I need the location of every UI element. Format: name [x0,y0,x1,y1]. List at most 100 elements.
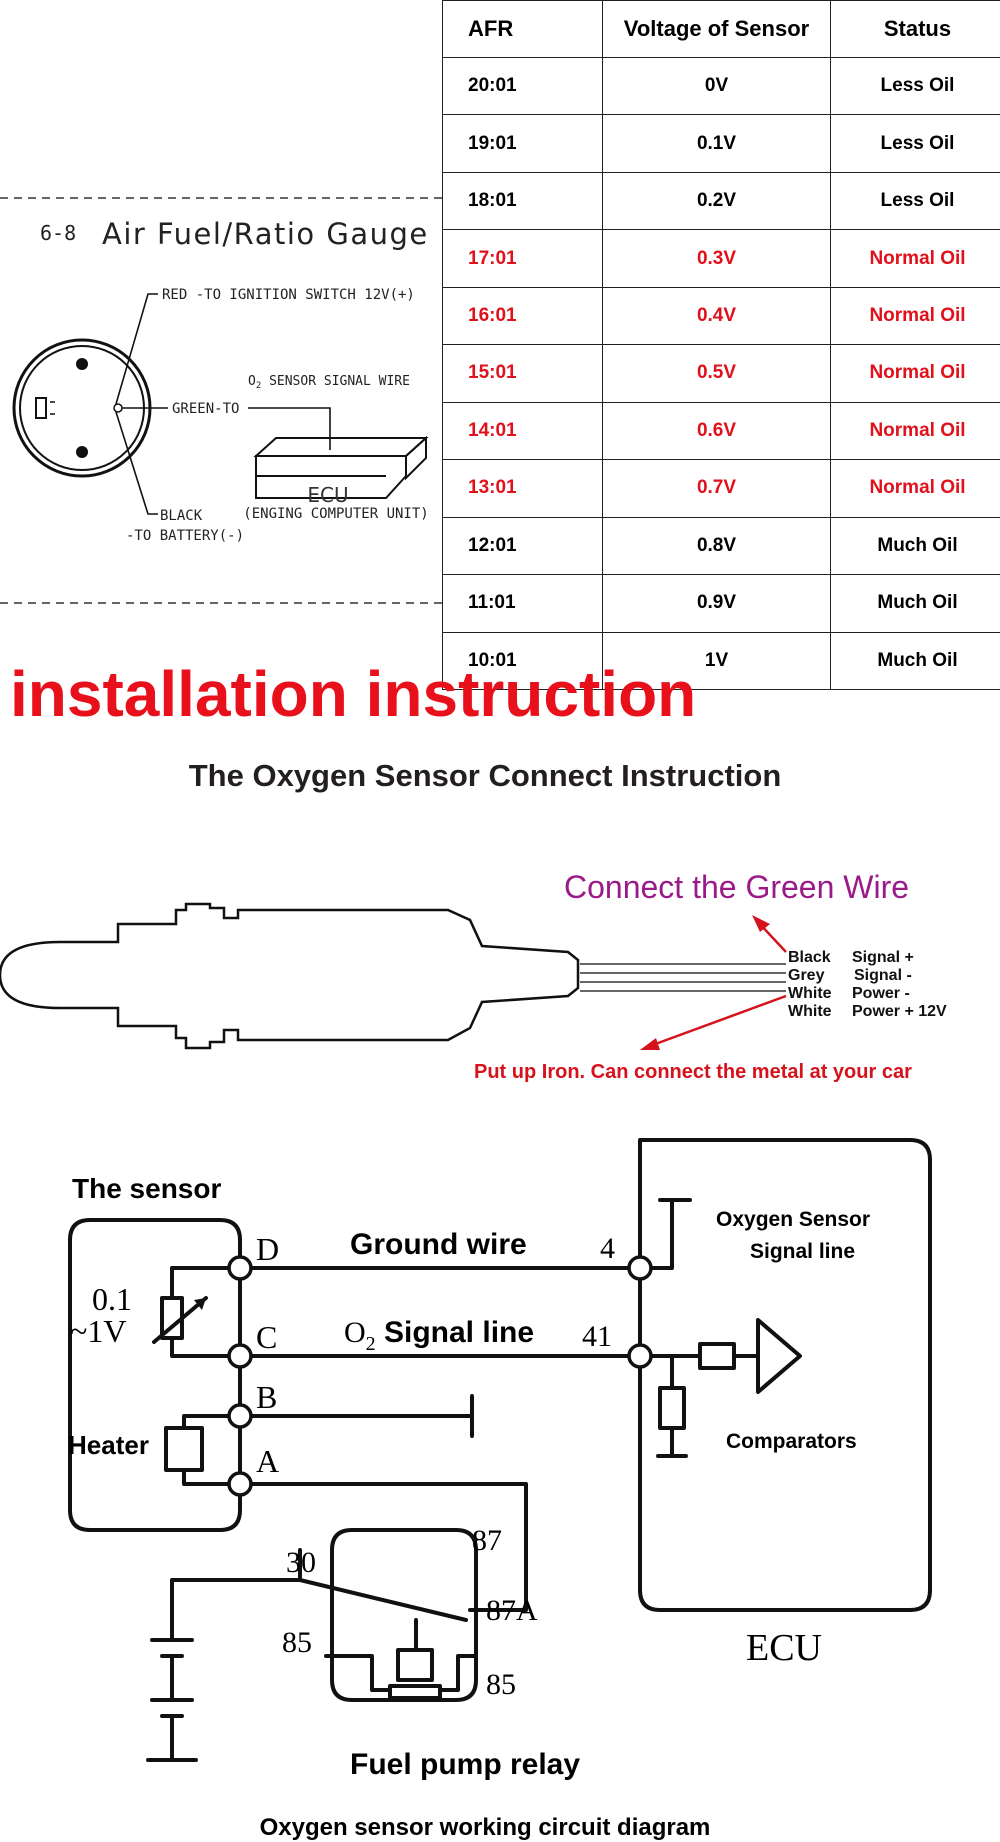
voltage-label-1: 0.1 [92,1281,132,1317]
ecu-label: ECU [307,483,348,507]
o2-signal-line-label: O2 Signal line [344,1316,534,1355]
afr-cell: 13:01 [443,460,603,517]
circuit-caption: Oxygen sensor working circuit diagram [0,1814,970,1842]
voltage-cell: 0.3V [603,230,831,287]
green-wire-callout: Connect the Green Wire [564,869,909,905]
relay-87-label: 87 [472,1524,502,1557]
battery-feed-line [172,1580,300,1640]
wire-function-label: Signal + [852,949,914,966]
installation-title: installation instruction [10,662,696,726]
voltage-cell: 0.1V [603,115,831,172]
wire-color-label: White [788,985,832,1002]
o2-signal-wire-label: O2 SENSOR SIGNAL WIRE [248,374,410,391]
wire-color-label: White [788,1003,832,1020]
relay-85-right-label: 85 [486,1668,516,1701]
status-cell: Much Oil [831,517,1000,574]
sensor-label: The sensor [72,1173,221,1204]
pin-c-label: C [256,1319,277,1355]
voltage-cell: 0.2V [603,172,831,229]
afr-cell: 12:01 [443,517,603,574]
wire-function-label: Power + 12V [852,1003,947,1020]
voltage-cell: 0V [603,58,831,115]
pin-b-label: B [256,1379,277,1415]
black-wire-label-1: BLACK [160,508,203,524]
header-status: Status [831,1,1000,58]
pin-d-label: D [256,1231,279,1267]
ecu-sensor-label-1: Oxygen Sensor [716,1208,870,1231]
header-afr: AFR [443,1,603,58]
black-wire-label-2: -TO BATTERY(-) [126,528,244,544]
connect-instruction-title: The Oxygen Sensor Connect Instruction [0,758,970,794]
afr-cell: 15:01 [443,345,603,402]
gauge-section-number: 6-8 [40,221,76,245]
battery-icon [148,1640,196,1760]
ecu-full-label: (ENGING COMPUTER UNIT) [243,506,428,522]
circuit-nodes [229,1257,651,1495]
voltage-cell: 0.7V [603,460,831,517]
status-cell: Normal Oil [831,287,1000,344]
heater-resistor-icon [166,1428,202,1470]
red-wire [116,294,158,404]
ground-wire-label: Ground wire [350,1228,527,1261]
gauge-title: Air Fuel/Ratio Gauge [102,217,429,251]
sensor-wires [580,964,786,991]
iron-callout: Put up Iron. Can connect the metal at yo… [474,1061,912,1083]
heater-label: Heater [68,1430,149,1460]
voltage-cell: 0.9V [603,575,831,632]
voltage-label-2: ~1V [70,1313,126,1349]
table-header-row: AFR Voltage of Sensor Status [443,1,1000,58]
afr-cell: 14:01 [443,402,603,459]
comparators-label: Comparators [726,1430,857,1453]
afr-cell: 20:01 [443,58,603,115]
relay-label: Fuel pump relay [350,1748,580,1781]
status-cell: Normal Oil [831,345,1000,402]
afr-cell: 18:01 [443,172,603,229]
status-cell: Normal Oil [831,230,1000,287]
header-voltage: Voltage of Sensor [603,1,831,58]
afr-cell: 19:01 [443,115,603,172]
green-wire-label: GREEN-TO [172,401,239,417]
voltage-cell: 0.4V [603,287,831,344]
afr-cell: 17:01 [443,230,603,287]
afr-cell: 11:01 [443,575,603,632]
arrow-down-icon [640,996,786,1050]
status-cell: Much Oil [831,632,1000,689]
ecu-pin-4: 4 [600,1232,615,1265]
pin-a-label: A [256,1443,279,1479]
comparator-icon [758,1320,800,1392]
status-cell: Less Oil [831,115,1000,172]
status-cell: Normal Oil [831,460,1000,517]
status-cell: Less Oil [831,58,1000,115]
relay-switch [300,1550,466,1620]
voltage-cell: 0.8V [603,517,831,574]
afr-cell: 16:01 [443,287,603,344]
status-cell: Less Oil [831,172,1000,229]
status-cell: Much Oil [831,575,1000,632]
voltage-cell: 0.6V [603,402,831,459]
wire-function-label: Power - [852,985,910,1002]
ecu-sensor-label-2: Signal line [750,1240,855,1263]
status-cell: Normal Oil [831,402,1000,459]
voltage-cell: 0.5V [603,345,831,402]
relay-87a-label: 87A [486,1594,538,1627]
ecu-circuit-label: ECU [746,1627,822,1669]
wire-color-label: Grey [788,967,825,984]
wire-color-labels: Black Grey White White Signal + Signal -… [788,949,947,1020]
oxygen-sensor-circuit-diagram: The sensor 0.1 ~1V Heater D C B A Ground… [0,1120,1000,1810]
signal-wire [248,408,330,450]
ecu-pin-41: 41 [582,1320,612,1353]
relay-85-left-label: 85 [282,1626,312,1659]
relay-coil-icon [398,1650,432,1680]
oxygen-sensor-diagram: Black Grey White White Signal + Signal -… [0,860,1000,1100]
wire-function-label: Signal - [854,967,912,984]
